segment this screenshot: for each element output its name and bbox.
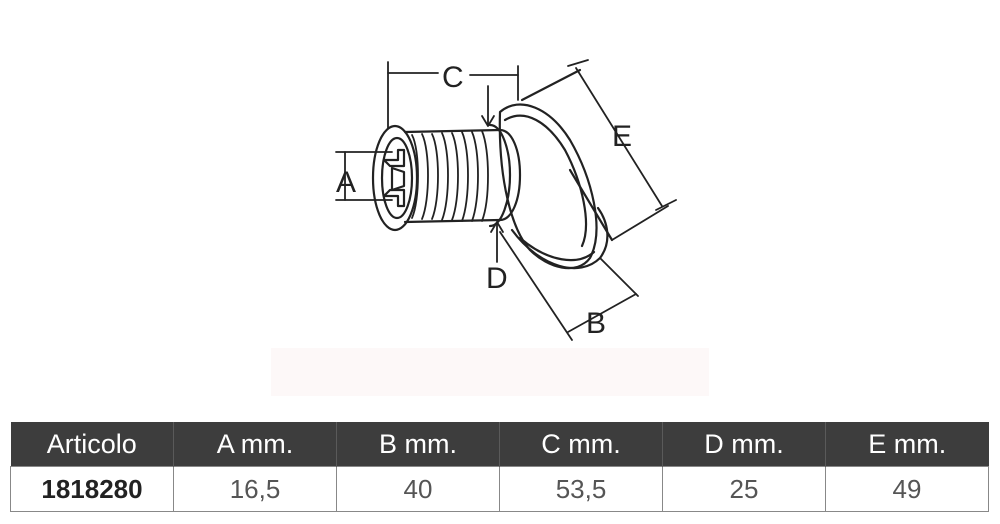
dimension-c bbox=[387, 61, 519, 129]
cell-articolo: 1818280 bbox=[10, 466, 174, 512]
label-b: B bbox=[586, 307, 606, 340]
dimension-a bbox=[335, 151, 393, 201]
table-header-row: Articolo A mm. B mm. C mm. D mm. E mm. bbox=[10, 422, 989, 467]
dimension-b bbox=[499, 231, 639, 341]
cell-d: 25 bbox=[662, 466, 826, 512]
label-a: A bbox=[336, 166, 356, 199]
label-d: D bbox=[486, 262, 508, 295]
cell-a: 16,5 bbox=[173, 466, 337, 512]
label-e: E bbox=[612, 120, 632, 153]
header-e: E mm. bbox=[825, 422, 989, 467]
header-d: D mm. bbox=[662, 422, 826, 467]
cell-b: 40 bbox=[336, 466, 500, 512]
label-c: C bbox=[442, 61, 464, 94]
thread-ridges bbox=[411, 130, 489, 222]
technical-drawing: A C D E B bbox=[335, 59, 677, 341]
dimension-d bbox=[481, 85, 504, 263]
header-a: A mm. bbox=[173, 422, 337, 467]
cell-c: 53,5 bbox=[499, 466, 663, 512]
front-cap-icon bbox=[371, 124, 419, 232]
header-b: B mm. bbox=[336, 422, 500, 467]
cell-e: 49 bbox=[825, 466, 989, 512]
table-row: 1818280 16,5 40 53,5 25 49 bbox=[10, 466, 989, 512]
tint-band bbox=[271, 348, 709, 396]
threaded-body-icon bbox=[403, 123, 522, 228]
dimension-e bbox=[567, 59, 677, 241]
header-c: C mm. bbox=[499, 422, 663, 467]
flange-icon bbox=[498, 68, 614, 270]
spec-table: Articolo A mm. B mm. C mm. D mm. E mm. 1… bbox=[10, 422, 989, 512]
header-articolo: Articolo bbox=[10, 422, 174, 467]
